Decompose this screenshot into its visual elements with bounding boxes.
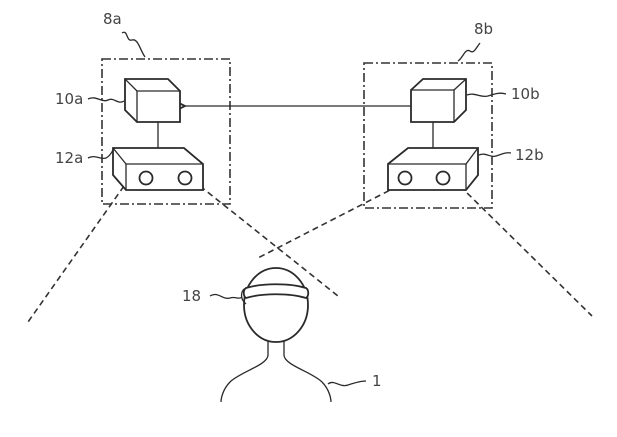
fov-line-b-left [255,185,399,260]
fov-line-a-left [27,185,125,323]
group-boundary-8a [101,58,231,205]
label-1: 1 [372,372,382,390]
leader-18 [209,293,243,299]
camera-12a [112,147,204,191]
processor-10b [410,78,467,123]
leader-12a [87,149,114,160]
label-18: 18 [182,287,201,305]
label-8b: 8b [474,20,493,38]
label-12a: 12a [55,149,83,167]
label-10b: 10b [511,85,540,103]
group-boundary-8b [363,62,493,209]
headset-18 [240,283,310,305]
leader-10a [87,97,125,103]
label-8a: 8a [103,10,122,28]
leader-10b [466,92,507,98]
camera-12b-lens-right [435,170,451,186]
leader-8b [457,42,481,62]
leader-8a [121,31,146,58]
fov-line-b-right [459,185,593,317]
camera-12a-lens-right [177,170,193,186]
camera-12a-lens-left [138,170,154,186]
leader-12b [478,152,512,158]
leader-1 [327,380,367,387]
camera-12b-lens-left [397,170,413,186]
label-12b: 12b [515,146,544,164]
label-10a: 10a [55,90,83,108]
camera-12b [387,147,479,191]
processor-10a [124,78,181,123]
